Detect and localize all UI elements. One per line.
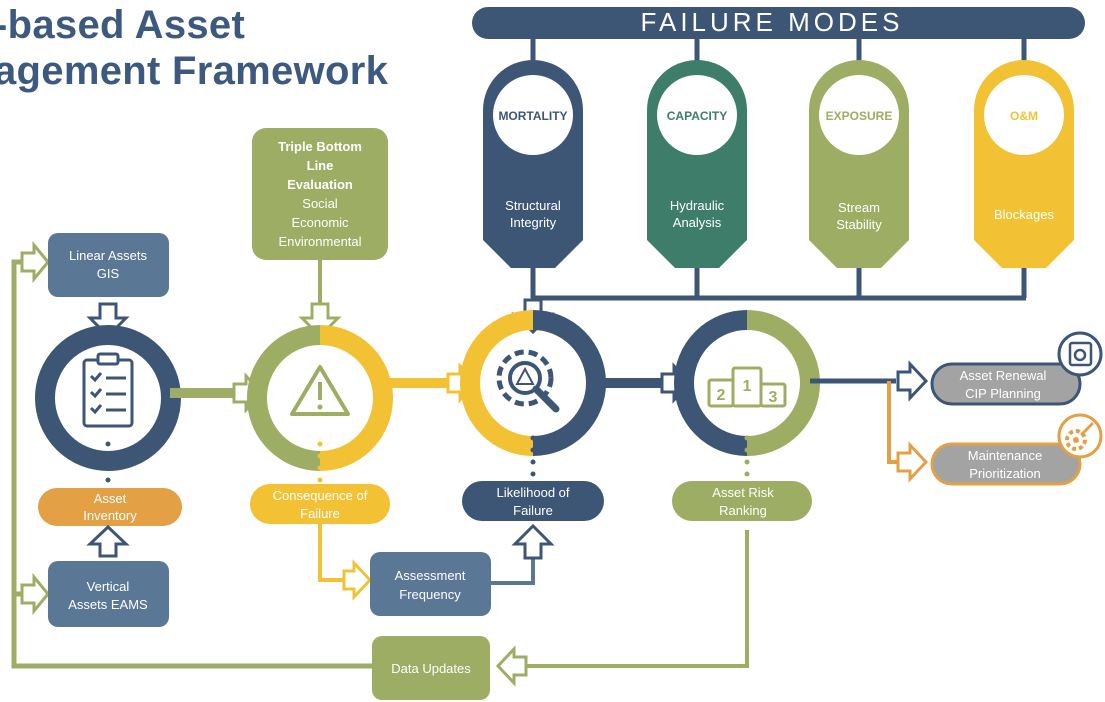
dotted-connector-consequence (317, 441, 323, 483)
mortality-badge (493, 75, 573, 155)
capacity-badge (657, 75, 737, 155)
dotted-connector-likelihood (530, 435, 536, 477)
failure-mode-mortality: MORTALITY Structural Integrity (483, 60, 583, 268)
arrow-assessment-to-likelihood (511, 523, 555, 560)
page-title: -based Asset agement Framework (0, 2, 388, 94)
assessment-line1: Assessment (395, 568, 466, 583)
tbl-line3: Evaluation (287, 177, 353, 192)
mortality-tag: MORTALITY (498, 109, 567, 123)
maintenance-box: Maintenance Prioritization (930, 442, 1082, 486)
failure-modes-header: FAILURE MODES (641, 7, 904, 37)
exposure-label-line1: Stream (838, 200, 880, 215)
arrow-into-vertical-assets (20, 572, 50, 616)
risk-ranking-line2: Ranking (719, 503, 767, 518)
consequence-line2: Failure (300, 506, 340, 521)
asset-renewal-box: Asset Renewal CIP Planning (930, 362, 1082, 406)
likelihood-line1: Likelihood of (497, 485, 570, 500)
assessment-line2: Frequency (399, 587, 461, 602)
exposure-badge (819, 75, 899, 155)
tbl-line2: Line (307, 158, 334, 173)
vertical-assets-line1: Vertical (87, 579, 130, 594)
clipboard-checklist-icon (82, 352, 134, 428)
likelihood-box: Likelihood of Failure (462, 481, 604, 521)
podium-icon: 1 2 3 (707, 366, 787, 408)
tbl-line4: Social (302, 196, 338, 211)
linear-assets-line2: GIS (97, 266, 120, 281)
failure-mode-capacity: CAPACITY Hydraulic Analysis (647, 60, 747, 268)
om-tag: O&M (1010, 109, 1038, 123)
arrow-into-data-updates (495, 645, 528, 687)
asset-inventory-line2: Inventory (83, 508, 137, 523)
maintenance-line2: Prioritization (969, 466, 1041, 481)
failure-modes-banner (472, 7, 1085, 39)
exposure-label-line2: Stability (836, 217, 882, 232)
arrow-vertical-to-inventory (86, 524, 130, 558)
tbl-line6: Environmental (278, 234, 361, 249)
asset-inventory-line1: Asset (94, 491, 127, 506)
title-line-2: agement Framework (0, 49, 389, 93)
renewal-icon (1057, 331, 1103, 377)
mortality-label-line1: Structural (505, 198, 561, 213)
assessment-frequency-box: Assessment Frequency (370, 552, 491, 616)
magnifier-warning-icon (496, 349, 560, 413)
data-updates-label: Data Updates (391, 661, 471, 676)
failure-mode-om: O&M Blockages (974, 60, 1074, 268)
linear-assets-line1: Linear Assets (69, 248, 148, 263)
podium-third: 3 (769, 389, 778, 406)
asset-inventory-box: Asset Inventory (38, 488, 182, 526)
arrow-into-maintenance (896, 441, 929, 483)
dotted-connector-inventory (105, 441, 111, 483)
capacity-label-line2: Analysis (673, 215, 722, 230)
renewal-line1: Asset Renewal (960, 368, 1047, 383)
risk-ranking-line1: Asset Risk (712, 485, 774, 500)
vertical-assets-box: Vertical Assets EAMS (48, 561, 169, 627)
capacity-label-line1: Hydraulic (670, 198, 725, 213)
podium-first: 1 (743, 378, 752, 395)
tbl-line5: Economic (291, 215, 349, 230)
maintenance-line1: Maintenance (968, 448, 1042, 463)
mortality-label-line2: Integrity (510, 215, 557, 230)
connector-assessment-to-likelihood (491, 558, 535, 585)
arrow-into-assessment (342, 559, 373, 601)
warning-triangle-icon (290, 365, 350, 416)
om-badge (984, 75, 1064, 155)
failure-mode-exposure: EXPOSURE Stream Stability (809, 60, 909, 268)
consequence-box: Consequence of Failure (250, 484, 390, 524)
consequence-line1: Consequence of (273, 488, 368, 503)
arrow-into-renewal (896, 360, 929, 402)
connector-risk-to-maintenance (887, 381, 900, 464)
failure-modes-section: FAILURE MODES MORTALITY Structural Integ… (472, 7, 1085, 301)
connector-risk-to-data-updates (524, 530, 749, 668)
likelihood-line2: Failure (513, 503, 553, 518)
risk-ranking-box: Asset Risk Ranking (672, 481, 812, 521)
linear-assets-box: Linear Assets GIS (48, 233, 169, 297)
exposure-tag: EXPOSURE (826, 109, 893, 123)
tbl-line1: Triple Bottom (278, 139, 362, 154)
connector-consequence-to-assessment (318, 524, 346, 582)
om-label-line1: Blockages (994, 207, 1054, 222)
banner-connectors (530, 39, 1027, 62)
podium-second: 2 (717, 387, 726, 404)
triple-bottom-line-box: Triple Bottom Line Evaluation Social Eco… (252, 128, 388, 260)
data-updates-box: Data Updates (372, 636, 490, 700)
vertical-assets-line2: Assets EAMS (68, 597, 148, 612)
title-line-1: -based Asset (0, 3, 246, 47)
renewal-line2: CIP Planning (965, 386, 1041, 401)
failure-collector-line (530, 268, 1027, 301)
dotted-connector-risk (744, 435, 750, 477)
capacity-tag: CAPACITY (667, 109, 727, 123)
arrow-into-linear-assets (20, 240, 50, 284)
gear-wrench-icon (1057, 413, 1103, 459)
